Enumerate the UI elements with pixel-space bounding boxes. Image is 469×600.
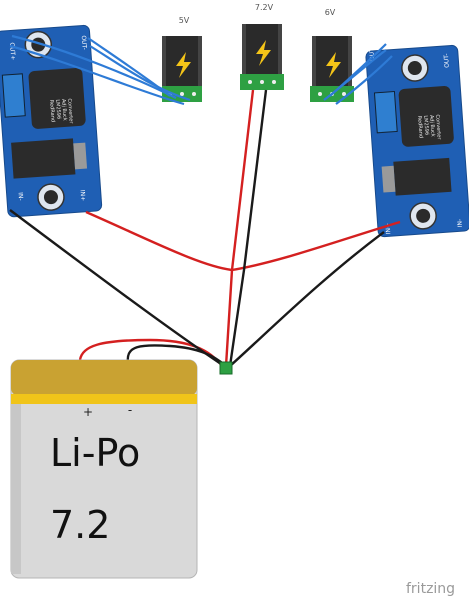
dc-jack-6v: 6V [310,8,354,102]
battery-minus-label: - [128,403,132,417]
blue-wires [9,34,393,106]
dc-jack-5v: 5V [162,16,202,102]
lipo-battery: + - Li-Po 7.2 [10,359,198,579]
buck-left-silk-4: Converter [66,98,74,124]
wire-black-right-in [229,231,385,367]
jack-5v-label: 5V [179,16,190,25]
buck-left-silk-1: RedRand [48,100,56,123]
battery-wrap-shade [11,404,21,574]
buck-left-silk-2: LM2596 [54,99,61,119]
buck-left-label-out-plus: OUT+ [8,42,16,60]
buck-right-label-out-plus: OUT+ [368,43,376,61]
jack-7v2-bracket [242,24,246,74]
battery-cap [11,360,197,396]
wire-blue-left-out-4 [89,45,191,102]
buck-right-silk-2: LM2596 [422,115,429,135]
wire-blue-left-out-2 [9,44,185,106]
buck-right-label-in-minus: IN- [456,219,464,228]
buck-right-silk-1: RedRand [416,116,424,139]
jack-5v-pin-3 [192,92,196,96]
buck-converter-left: RedRand LM2596 Adj Buck Converter OUT+ O… [0,24,103,218]
buck-right-silk-3: Adj Buck [428,115,436,137]
buck-right-regulator-tab [381,165,396,193]
buck-left-silk-3: Adj Buck [60,99,68,121]
buck-left-trimmer [1,73,26,118]
jack-6v-bracket [312,36,316,86]
fritzing-watermark: fritzing [406,581,455,597]
jack-7v2-label: 7.2V [255,3,274,12]
buck-right-capacitor-bottom-core [416,208,431,223]
buck-left-regulator [11,138,76,179]
buck-left-inductor [28,68,86,129]
jack-5v-bracket [162,36,166,86]
wire-black-left-in [9,209,225,367]
jack-5v-bracket-right [198,36,202,86]
lightning-icon [326,52,341,78]
dc-jack-7v2: 7.2V [240,3,284,90]
buck-left-regulator-tab [73,142,88,170]
jack-6v-label: 6V [325,8,336,17]
lightning-icon [256,40,271,66]
buck-left-label-in-minus: IN- [17,192,25,201]
red-wires [78,89,401,367]
black-wires [9,89,385,367]
lightning-icon [176,52,191,78]
jack-5v-pin-2 [180,92,184,96]
wire-junction [219,361,233,375]
jack-6v-pin-3 [342,92,346,96]
battery-voltage-label: 7.2 [50,503,110,547]
buck-left-label-in-plus: IN+ [79,190,87,202]
jack-6v-bracket-right [348,36,352,86]
wire-blue-right-out-2 [335,55,393,105]
buck-left-capacitor-bottom-core [43,190,58,205]
buck-right-capacitor-top-core [407,61,422,76]
wire-black-jack-7v2 [228,89,268,367]
jack-7v2-pin-1 [248,80,252,84]
battery-cap-band [11,394,197,404]
jack-7v2-bracket-right [278,24,282,74]
wire-blue-left-out-3 [87,37,171,97]
jack-7v2-pin-2 [260,80,264,84]
jack-6v-pin-1 [318,92,322,96]
wire-red-right-in [231,220,401,272]
wire-blue-right-out-3 [329,43,387,97]
battery-plus-label: + [83,405,93,419]
jack-7v2-pin-3 [272,80,276,84]
buck-right-inductor [398,86,454,147]
wire-black-battery [126,344,227,367]
wire-blue-left-out-1 [11,34,177,99]
battery-type-label: Li-Po [50,431,140,475]
wire-red-battery [78,338,223,367]
buck-right-label-in-plus: IN+ [385,223,393,235]
buck-right-regulator [393,157,452,196]
buck-right-label-out-minus: OUT- [443,53,451,68]
buck-right-silk-4: Converter [434,114,442,140]
wire-red-left-in [85,210,233,272]
buck-right-trimmer [373,90,398,134]
buck-left-label-out-minus: OUT- [80,35,88,50]
buck-converter-right: RedRand LM2596 Adj Buck Converter OUT+ O… [365,43,469,238]
